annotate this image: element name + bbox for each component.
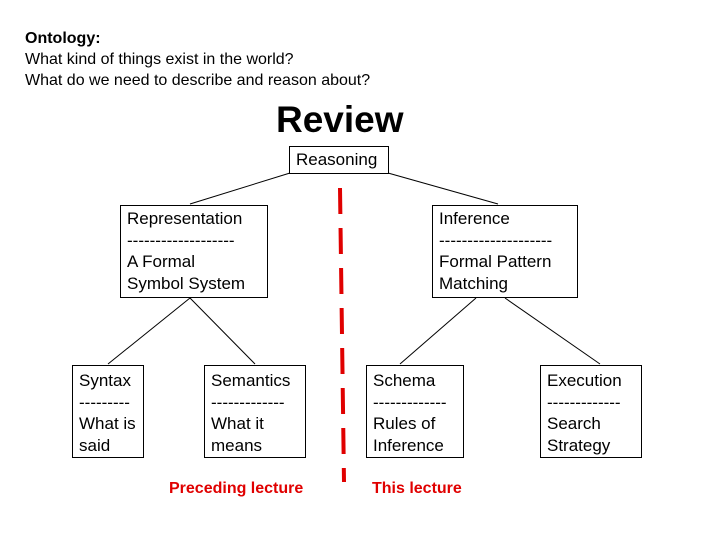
node-inference-line-4: Matching	[439, 273, 508, 293]
node-inference-line-2: --------------------	[439, 230, 553, 250]
node-schema-line-2: -------------	[373, 392, 447, 412]
node-representation: Representation ------------------- A For…	[120, 205, 268, 298]
edge-root-representation	[189, 172, 291, 205]
node-syntax-line-4: said	[79, 435, 111, 455]
header-text: Ontology: What kind of things exist in t…	[25, 28, 370, 91]
node-schema-line-1: Schema	[373, 371, 436, 390]
node-semantics-line-1: Semantics	[211, 371, 291, 390]
node-inference-line-1: Inference	[439, 209, 510, 228]
node-execution: Execution ------------- Search Strategy	[540, 365, 642, 458]
node-schema-line-3: Rules of	[373, 414, 436, 433]
edge-inference-execution	[504, 297, 601, 365]
node-semantics-line-4: means	[211, 435, 263, 455]
node-execution-line-3: Search	[547, 414, 601, 433]
this-lecture-label: This lecture	[372, 480, 462, 497]
node-schema: Schema ------------- Rules of Inference	[366, 365, 464, 458]
header-question-1: What kind of things exist in the world?	[25, 51, 294, 68]
preceding-lecture-label: Preceding lecture	[169, 480, 304, 497]
edge-representation-syntax	[107, 297, 191, 365]
node-semantics: Semantics ------------- What it means	[204, 365, 306, 458]
node-syntax-line-2: ---------	[79, 392, 130, 412]
node-representation-line-4: Symbol System	[127, 273, 246, 293]
node-reasoning-label: Reasoning	[296, 150, 378, 169]
slide-title: Review	[276, 99, 404, 140]
node-reasoning: Reasoning	[289, 146, 389, 174]
node-semantics-line-3: What it	[211, 414, 264, 433]
node-semantics-line-2: -------------	[211, 392, 285, 412]
node-representation-line-3: A Formal	[127, 252, 196, 271]
header-ontology: Ontology:	[25, 30, 101, 47]
node-syntax-line-1: Syntax	[79, 371, 131, 390]
node-execution-line-1: Execution	[547, 371, 622, 390]
node-syntax: Syntax --------- What is said	[72, 365, 144, 458]
node-schema-line-4: Inference	[373, 435, 444, 455]
node-syntax-line-3: What is	[79, 414, 136, 433]
node-inference-line-3: Formal Pattern	[439, 252, 552, 271]
node-representation-line-2: -------------------	[127, 230, 235, 250]
node-execution-line-2: -------------	[547, 392, 621, 412]
edge-inference-schema	[399, 297, 477, 365]
node-representation-line-1: Representation	[127, 209, 243, 228]
node-inference: Inference -------------------- Formal Pa…	[432, 205, 578, 298]
node-execution-line-4: Strategy	[547, 435, 611, 455]
red-dashed-divider	[338, 187, 346, 483]
edge-representation-semantics	[189, 297, 256, 365]
header-question-2: What do we need to describe and reason a…	[25, 72, 371, 89]
edge-root-inference	[387, 172, 499, 205]
